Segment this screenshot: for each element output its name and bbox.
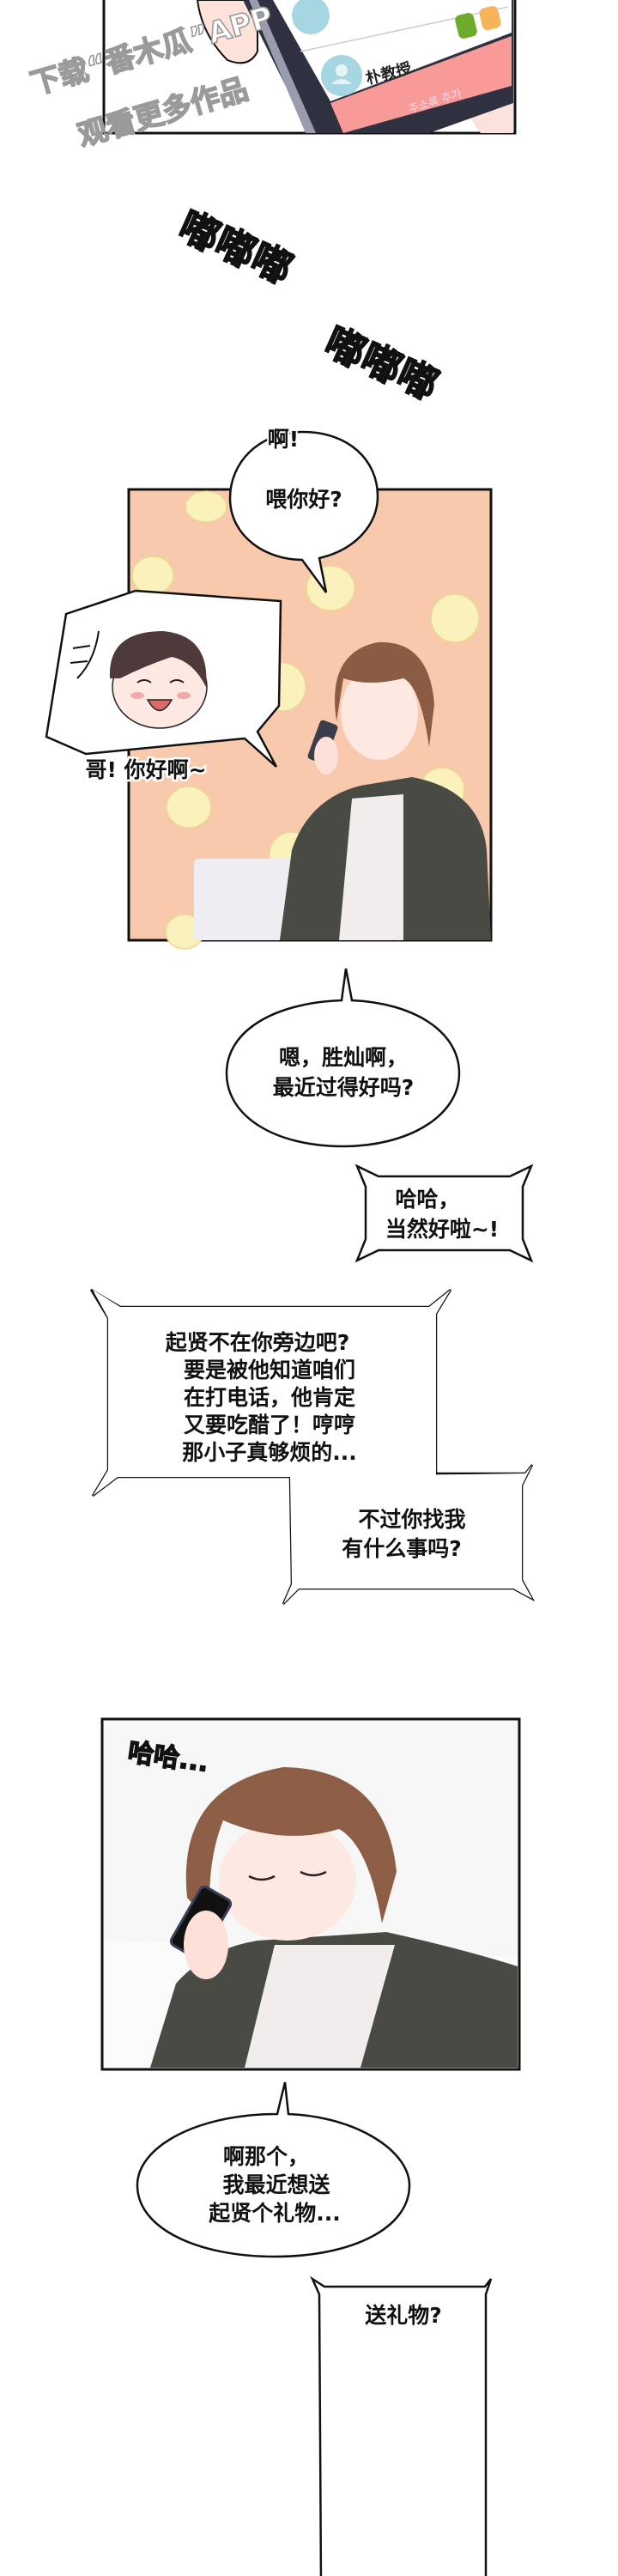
sfx-ah: 啊! [268, 427, 299, 452]
chibi-face [109, 631, 208, 729]
speech-bubble: 啊那个， 我最近想送 起贤个礼物... [136, 2081, 411, 2258]
add-contact-button[interactable] [330, 36, 512, 133]
svg-text:当然好啦~!: 当然好啦~! [385, 1217, 499, 1242]
speech-bubble: 送礼物? [310, 2275, 493, 2576]
svg-text:要是被他知道咱们: 要是被他知道咱们 [184, 1358, 355, 1382]
svg-text:喂你好?: 喂你好? [265, 487, 342, 512]
svg-text:那小子真够烦的...: 那小子真够烦的... [182, 1440, 357, 1465]
panel-phone: 朴教授 주소록 추가 下载“番木瓜”APP 观看更多作品 [27, 0, 517, 154]
svg-text:最近过得好吗?: 最近过得好吗? [273, 1075, 415, 1100]
sfx-ring: 嘟嘟嘟 [173, 203, 300, 293]
svg-text:送礼物?: 送礼物? [365, 2303, 442, 2328]
speech-bubble: 喂你好? [228, 430, 379, 593]
contact-avatar [292, 0, 330, 34]
panel-laugh [100, 1717, 521, 2071]
svg-text:在打电话，他肯定: 在打电话，他肯定 [184, 1385, 355, 1410]
svg-text:哈哈，: 哈哈， [395, 1187, 459, 1212]
greeting-text: 哥! 你好啊~ [85, 757, 206, 782]
svg-text:起贤不在你旁边吧?: 起贤不在你旁边吧? [166, 1330, 350, 1355]
speech-bubble: 嗯，胜灿啊， 最近过得好吗? [225, 968, 461, 1148]
svg-text:嗯，胜灿啊，: 嗯，胜灿啊， [279, 1045, 408, 1070]
svg-text:不过你找我: 不过你找我 [358, 1507, 465, 1532]
speech-bubble-group: 起贤不在你旁边吧? 要是被他知道咱们 在打电话，他肯定 又要吃醋了！哼哼 那小子… [89, 1288, 536, 1605]
phone-icon[interactable] [454, 12, 478, 39]
svg-text:有什么事吗?: 有什么事吗? [342, 1536, 462, 1561]
sfx-ring: 嘟嘟嘟 [318, 319, 445, 409]
character-seungchan [280, 641, 491, 940]
svg-text:啊那个，: 啊那个， [223, 2144, 309, 2169]
mail-icon[interactable] [478, 5, 502, 32]
speech-bubble: 哈哈， 当然好啦~! [354, 1163, 534, 1263]
svg-text:我最近想送: 我最近想送 [222, 2172, 330, 2197]
thought-bubble [45, 589, 282, 768]
svg-text:又要吃醋了！哼哼: 又要吃醋了！哼哼 [184, 1413, 355, 1437]
svg-text:起贤个礼物...: 起贤个礼物... [209, 2201, 341, 2226]
character-seungchan [150, 1767, 518, 2068]
